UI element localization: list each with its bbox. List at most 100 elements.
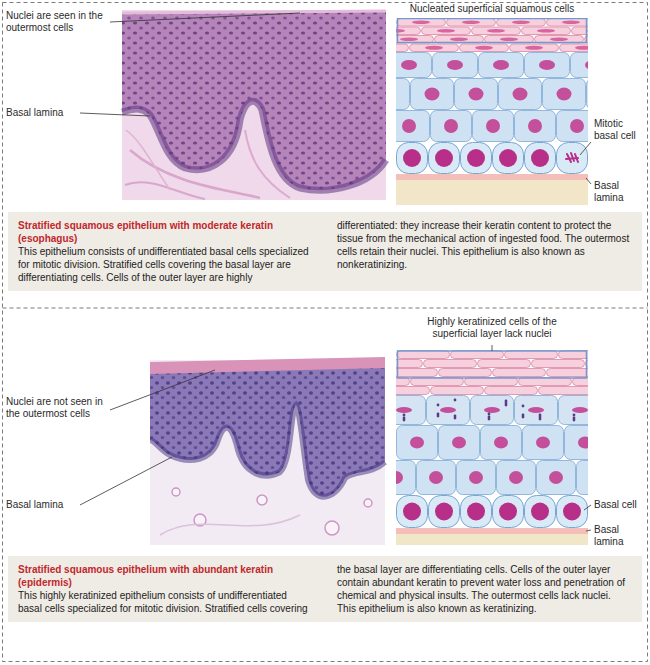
esophagus-micrograph [122, 10, 386, 200]
cell [429, 143, 460, 174]
nucleus [557, 88, 572, 101]
nucleus [450, 37, 468, 41]
keratohyalin-granule [403, 419, 406, 422]
cell [571, 53, 589, 78]
cell [424, 360, 477, 368]
epithelium [150, 367, 385, 497]
nucleus [425, 88, 440, 101]
highlight-frame [398, 19, 587, 43]
nucleus [528, 407, 544, 413]
nucleus [536, 437, 550, 449]
cell [460, 44, 509, 52]
connective-tissue [122, 10, 386, 200]
cell [485, 387, 538, 395]
description-panel: Stratified squamous epithelium with mode… [8, 212, 642, 291]
keratohyalin-granule [573, 419, 576, 422]
leader-line [80, 113, 150, 116]
basal-layer [122, 101, 386, 190]
nucleus [585, 60, 588, 70]
cell [397, 496, 428, 528]
cell [525, 496, 556, 528]
epidermis-schematic [396, 350, 588, 545]
keratohyalin-granule [437, 404, 440, 407]
cell [543, 79, 586, 110]
cell [497, 461, 536, 495]
nucleus [539, 60, 555, 70]
nucleus [440, 407, 456, 413]
cell [396, 53, 432, 78]
cell [493, 143, 524, 174]
schematic-ground [396, 350, 588, 545]
cell [537, 461, 576, 495]
leader-line [110, 370, 215, 410]
callout-label: Nuclei are seen in the outermost cells [6, 10, 106, 34]
callout-label: Nuclei are not seen in the outermost cel… [6, 396, 108, 420]
cell [532, 360, 585, 368]
nucleus [493, 60, 509, 70]
keratohyalin-granule [488, 413, 491, 416]
cell [397, 19, 446, 27]
cell [427, 396, 470, 425]
nucleus [531, 503, 549, 521]
cell [515, 396, 558, 425]
epithelium-nuclei [122, 10, 386, 190]
nucleus [486, 119, 500, 133]
callout-label: Basal lamina [594, 180, 646, 204]
cell-row [396, 369, 588, 377]
cell [499, 79, 542, 110]
cell [493, 496, 524, 528]
cell [479, 53, 524, 78]
cell-row [396, 387, 588, 395]
cell [429, 496, 460, 528]
nucleus [562, 20, 580, 24]
nucleus [525, 46, 543, 50]
cell [557, 496, 588, 528]
nucleus [563, 503, 581, 521]
cell [497, 19, 546, 27]
cell [557, 143, 588, 174]
cell [396, 461, 416, 495]
keratin-layer [150, 357, 385, 374]
keratohyalin-granule [522, 416, 525, 419]
cell [397, 143, 428, 174]
basal-layer [150, 405, 385, 497]
cell [397, 426, 438, 460]
nucleus [452, 437, 466, 449]
panel-frame [3, 3, 648, 662]
epithelium-nuclei [150, 367, 385, 497]
leader-line [586, 178, 591, 184]
nucleus [435, 503, 453, 521]
cell [481, 426, 522, 460]
cell-row [396, 53, 588, 78]
cell-row [396, 79, 588, 110]
nucleus [484, 407, 500, 413]
cell [396, 360, 423, 368]
nucleus [469, 88, 484, 101]
collagen-fiber [125, 182, 205, 199]
keratohyalin-granule [454, 399, 457, 402]
nucleus [513, 88, 528, 101]
cell [522, 27, 571, 35]
cell [461, 496, 492, 528]
chromosome [571, 153, 574, 161]
basal-lamina-band [396, 528, 588, 534]
cell-row [397, 496, 588, 528]
callout-label: Basal lamina [6, 499, 80, 511]
nucleus [429, 471, 443, 484]
superficial-layer [122, 11, 386, 13]
connective-band [396, 534, 588, 545]
nucleus [531, 149, 549, 167]
nucleus [437, 29, 455, 33]
cell [422, 27, 471, 35]
callout-label: Basal lamina [6, 107, 80, 119]
nucleus [509, 471, 523, 484]
nucleus [412, 20, 430, 24]
nucleus [499, 149, 517, 167]
nucleus [467, 149, 485, 167]
cell [587, 79, 589, 110]
cell [577, 461, 589, 495]
panel-divider [3, 308, 648, 309]
cell-row [396, 111, 588, 142]
nucleus [467, 503, 485, 521]
cell [510, 44, 559, 52]
